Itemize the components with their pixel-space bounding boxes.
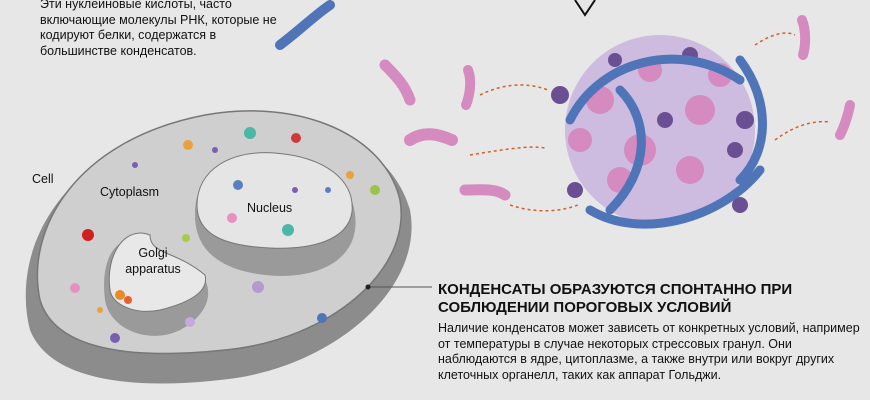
organelle-dots — [70, 127, 380, 343]
label-nucleus: Nucleus — [247, 201, 293, 215]
label-cytoplasm: Cytoplasm — [100, 185, 160, 199]
label-cell: Cell — [32, 172, 54, 186]
condensate-illustration — [551, 35, 767, 229]
intro-text: Эти нуклеиновые кислоты, часто включающи… — [40, 0, 277, 58]
cell-illustration — [25, 110, 412, 384]
flow-arrows — [469, 32, 831, 212]
section-body: Наличие конденсатов может зависеть от ко… — [438, 321, 860, 382]
section-heading: КОНДЕНСАТЫ ОБРАЗУЮТСЯ СПОНТАННО ПРИ СОБЛ… — [438, 281, 793, 316]
label-golgi: Golgi apparatus — [125, 246, 181, 276]
free-molecules — [275, 0, 855, 201]
arrow-icon — [574, 0, 596, 17]
